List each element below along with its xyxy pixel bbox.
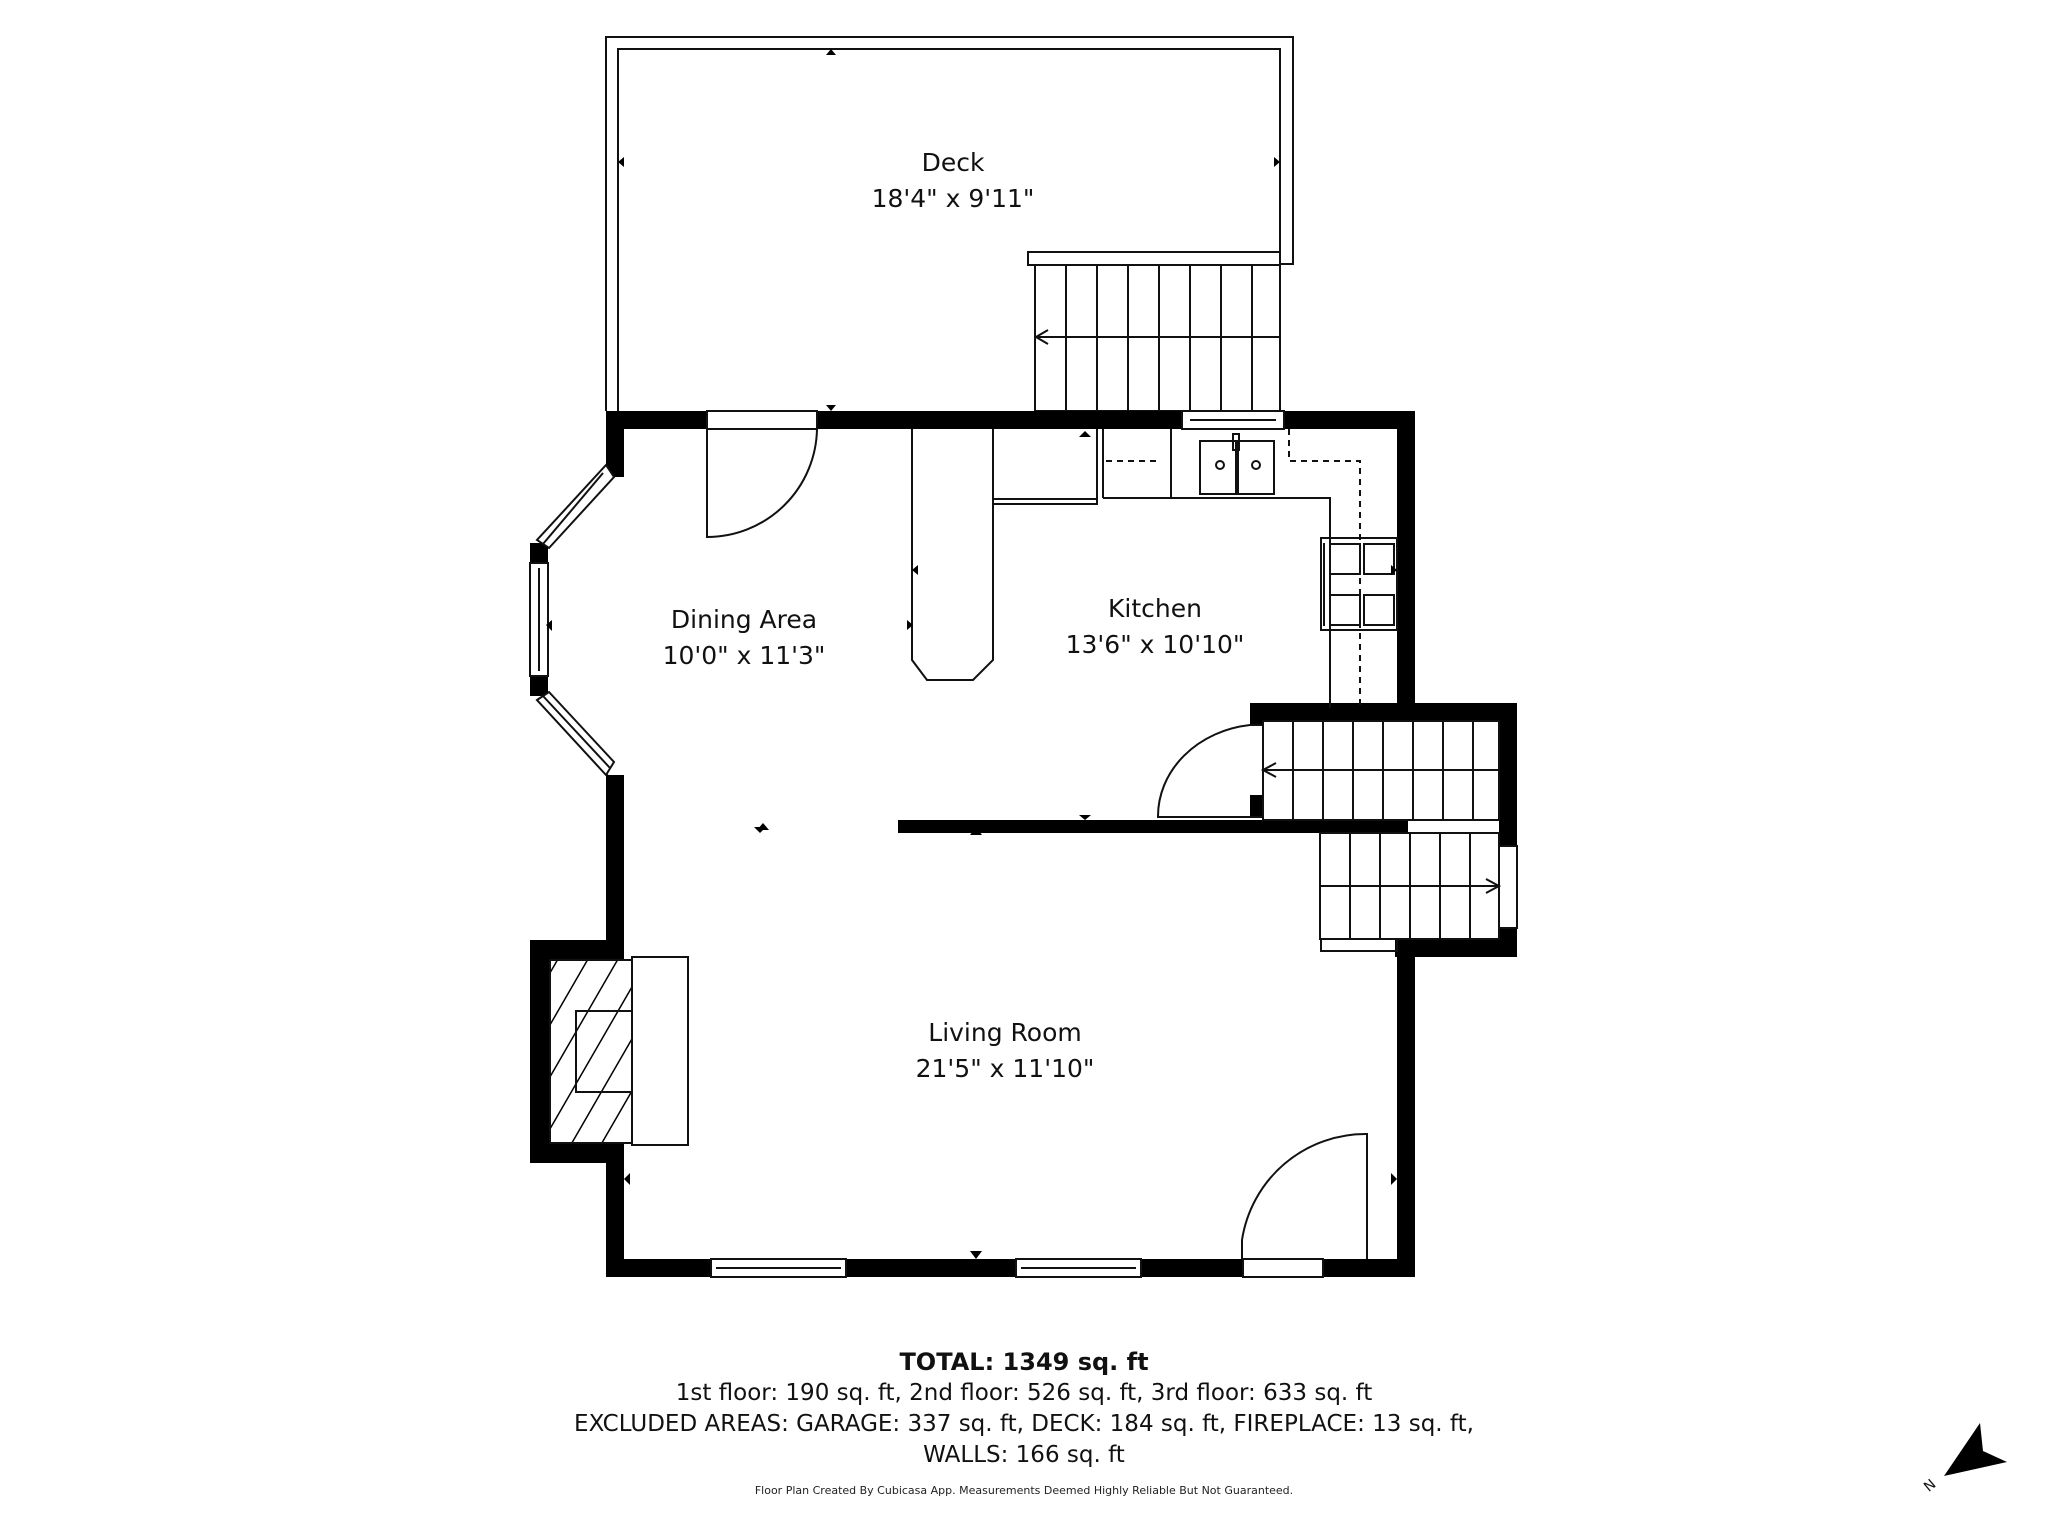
room-name: Kitchen	[1108, 594, 1202, 623]
room-dimensions: 13'6" x 10'10"	[1065, 630, 1245, 659]
interior-wall	[898, 820, 1408, 833]
room-dimensions: 10'0" x 11'3"	[662, 641, 826, 670]
area-summary: TOTAL: 1349 sq. ft 1st floor: 190 sq. ft…	[0, 1347, 2048, 1471]
fireplace	[549, 956, 689, 1146]
stove	[1320, 537, 1398, 631]
room-dimensions: 18'4" x 9'11"	[871, 184, 1035, 213]
north-arrow-icon	[1944, 1423, 2007, 1476]
room-label-dining: Dining Area 10'0" x 11'3"	[663, 602, 826, 674]
room-label-deck: Deck 18'4" x 9'11"	[872, 145, 1035, 217]
interior-stairs-lower	[1319, 832, 1502, 952]
deck	[605, 36, 1294, 412]
room-name: Living Room	[928, 1018, 1082, 1047]
kitchen-counters	[911, 429, 1361, 708]
room-name: Dining Area	[670, 605, 818, 634]
room-dimensions: 21'5" x 11'10"	[915, 1054, 1095, 1083]
exterior-walls	[530, 411, 1517, 1277]
room-label-kitchen: Kitchen 13'6" x 10'10"	[1066, 591, 1245, 663]
interior-stairs-upper	[1260, 720, 1500, 821]
windows	[529, 410, 1518, 1278]
measurement-markers	[546, 431, 1397, 1259]
excluded-areas: EXCLUDED AREAS: GARAGE: 337 sq. ft, DECK…	[574, 1411, 1474, 1437]
deck-stairs	[1034, 264, 1281, 412]
floor-areas: 1st floor: 190 sq. ft, 2nd floor: 526 sq…	[675, 1380, 1373, 1406]
credit-disclaimer: Floor Plan Created By Cubicasa App. Meas…	[754, 1484, 1294, 1497]
room-label-living: Living Room 21'5" x 11'10"	[916, 1015, 1095, 1087]
room-name: Deck	[921, 148, 985, 177]
wall-area: WALLS: 166 sq. ft	[923, 1442, 1125, 1468]
total-area: TOTAL: 1349 sq. ft	[899, 1348, 1149, 1376]
doors	[706, 428, 1368, 1259]
